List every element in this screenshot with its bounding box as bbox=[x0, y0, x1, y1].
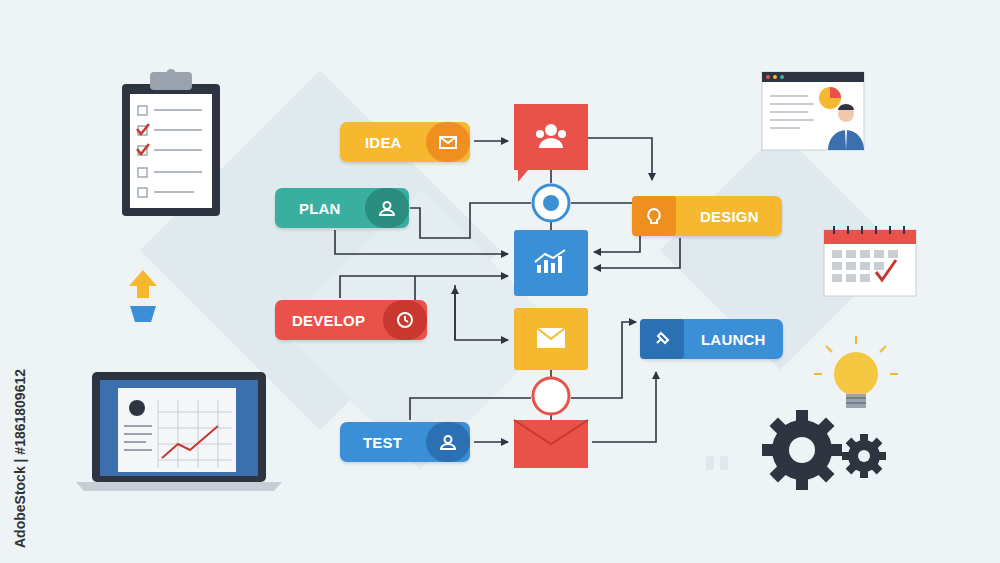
stage-icon bbox=[640, 319, 684, 359]
stage-pill: IDEA bbox=[340, 122, 470, 162]
watermark-id: AdobeStock | #1861809612 bbox=[12, 369, 28, 548]
stage-pill: DESIGN bbox=[632, 196, 782, 236]
stage-label: LAUNCH bbox=[701, 331, 766, 348]
stage-label: DESIGN bbox=[700, 208, 759, 225]
stage-icon bbox=[632, 196, 676, 236]
stage-pill: PLAN bbox=[275, 188, 409, 228]
stage-icon bbox=[365, 188, 409, 228]
stage-label: PLAN bbox=[299, 200, 341, 217]
stage-label: IDEA bbox=[365, 134, 402, 151]
stage-label: TEST bbox=[363, 434, 402, 451]
stage-icon bbox=[426, 122, 470, 162]
stage-pill: TEST bbox=[340, 422, 470, 462]
stage-icon bbox=[426, 422, 470, 462]
stage-icon bbox=[383, 300, 427, 340]
stage-pill: LAUNCH bbox=[640, 319, 783, 359]
stage-pill: DEVELOP bbox=[275, 300, 427, 340]
stage-label: DEVELOP bbox=[292, 312, 365, 329]
